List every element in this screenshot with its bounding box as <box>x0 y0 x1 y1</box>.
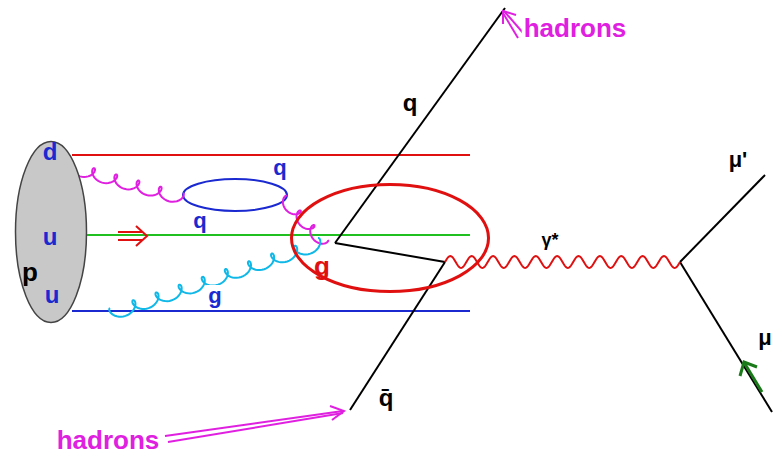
muon-arrow <box>740 362 762 392</box>
momentum-arrow <box>118 226 147 246</box>
particle-symbol: p <box>20 259 40 285</box>
quark-line <box>335 8 505 243</box>
ellipse-outline <box>16 142 87 323</box>
quark-line-red <box>72 154 470 156</box>
particle-label: q̄ <box>377 386 396 410</box>
particle-symbol: d <box>41 140 60 164</box>
particle-label: q <box>191 210 208 232</box>
boson-lines <box>70 162 680 317</box>
interaction-region: g <box>290 183 490 293</box>
muon-label: μ' <box>727 149 750 171</box>
quark-propagator <box>335 243 445 262</box>
gluon-line <box>283 196 328 244</box>
particle-label: q <box>401 91 420 115</box>
photon-label: γ* <box>539 231 560 249</box>
particle-symbol: u <box>43 283 62 307</box>
gluon-line <box>70 162 184 202</box>
hadrons-label: hadrons <box>55 427 162 453</box>
proton: d upu <box>14 140 88 324</box>
hadrons-label: hadrons <box>522 15 629 41</box>
particle-label: q <box>271 157 288 179</box>
particle-symbol: u <box>41 225 60 249</box>
quark-loop <box>183 179 287 211</box>
gluon-line <box>109 238 320 317</box>
hadron-arrow <box>165 11 524 442</box>
particle-label: g <box>206 285 223 307</box>
antiquark-line <box>350 262 445 410</box>
quark-line-green <box>66 234 470 236</box>
particle-symbol: g <box>312 253 332 279</box>
muon-label: μ <box>756 327 773 349</box>
muon-out-line <box>680 175 765 262</box>
ellipse-outline <box>292 185 489 292</box>
